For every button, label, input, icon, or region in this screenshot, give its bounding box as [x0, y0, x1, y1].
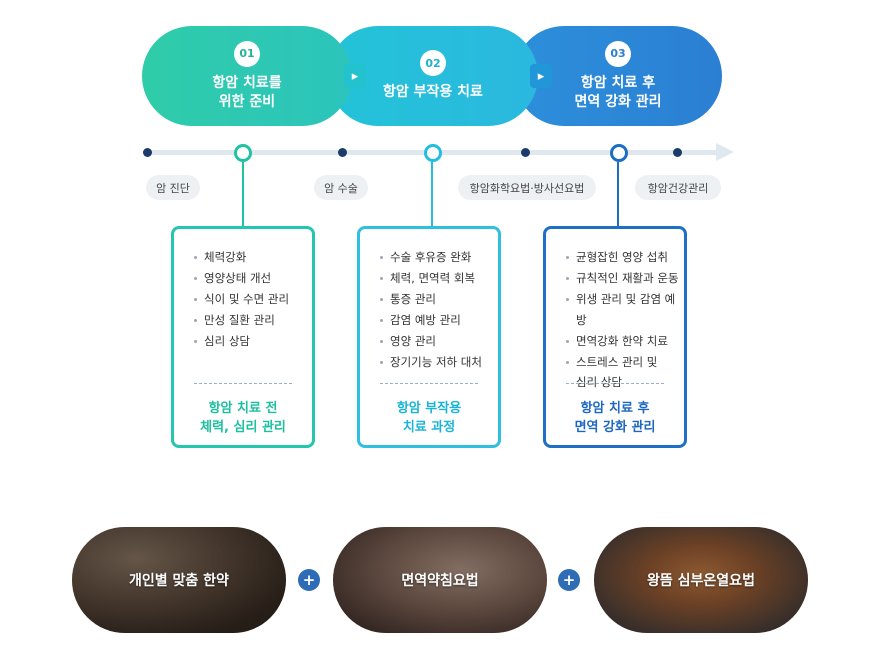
connector-line-2 — [431, 162, 433, 226]
divider — [380, 383, 478, 384]
therapy-pharmacopuncture: 면역약침요법 — [333, 527, 547, 633]
pharmacopuncture-image — [333, 527, 547, 633]
step-1-number: 01 — [234, 40, 260, 67]
list-item: 스트레스 관리 및 심리 상담 — [566, 352, 684, 392]
step-2-number: 02 — [420, 50, 446, 76]
step-2-summary: 항암 부작용 치료 과정 — [396, 401, 462, 435]
step-3-list: 균형잡힌 영양 섭취 규칙적인 재활과 운동 위생 관리 및 감염 예방 면역강… — [566, 247, 684, 392]
step-1-box: 체력강화 영양상태 개선 식이 및 수면 관리 만성 질환 관리 심리 상담 항… — [171, 226, 315, 448]
plus-icon: + — [558, 569, 580, 591]
list-item: 수술 후유증 완화 — [380, 247, 498, 268]
list-item: 위생 관리 및 감염 예방 — [566, 289, 684, 331]
step-2-pill: 02 항암 부작용 치료 ▸ — [328, 26, 552, 126]
timeline-ring-2 — [424, 144, 442, 162]
connector-line-1 — [242, 162, 244, 226]
step-3-summary: 항암 치료 후 면역 강화 관리 — [574, 401, 656, 435]
list-item: 장기기능 저하 대처 — [380, 352, 498, 373]
list-item: 균형잡힌 영양 섭취 — [566, 247, 684, 268]
moxibustion-image — [594, 527, 808, 633]
list-item: 통증 관리 — [380, 289, 498, 310]
plus-icon: + — [298, 569, 320, 591]
step-3-pill: 03 항암 치료 후 면역 강화 관리 — [514, 26, 722, 126]
therapy-label: 면역약침요법 — [401, 573, 479, 589]
timeline-dot — [673, 148, 682, 157]
step-3-title: 항암 치료 후 면역 강화 관리 — [574, 74, 662, 110]
timeline-dot — [338, 148, 347, 157]
step-1-summary: 항암 치료 전 체력, 심리 관리 — [200, 401, 286, 435]
step-1-list: 체력강화 영양상태 개선 식이 및 수면 관리 만성 질환 관리 심리 상담 — [194, 247, 312, 352]
herbal-medicine-image — [72, 527, 286, 633]
timeline-dot — [521, 148, 530, 157]
list-item: 면역강화 한약 치료 — [566, 331, 684, 352]
connector-line-3 — [617, 162, 619, 226]
step-1-pill: 01 항암 치료를 위한 준비 ▸ — [142, 26, 366, 126]
list-item: 체력강화 — [194, 247, 312, 268]
list-item: 규칙적인 재활과 운동 — [566, 268, 684, 289]
timeline-arrow-icon — [716, 143, 734, 161]
timeline-ring-1 — [234, 144, 252, 162]
list-item: 심리 상담 — [194, 331, 312, 352]
divider — [566, 383, 664, 384]
list-item: 영양 관리 — [380, 331, 498, 352]
timeline-tag-diagnosis: 암 진단 — [146, 175, 200, 200]
list-item: 체력, 면역력 회복 — [380, 268, 498, 289]
therapy-label: 개인별 맞춤 한약 — [129, 573, 229, 589]
step-1-title: 항암 치료를 위한 준비 — [212, 74, 282, 110]
step-3-number: 03 — [605, 40, 631, 67]
list-item: 식이 및 수면 관리 — [194, 289, 312, 310]
list-item: 만성 질환 관리 — [194, 310, 312, 331]
step-2-box: 수술 후유증 완화 체력, 면역력 회복 통증 관리 감염 예방 관리 영양 관… — [357, 226, 501, 448]
timeline-dot — [143, 148, 152, 157]
timeline-tag-chemo-radiation: 항암화학요법·방사선요법 — [458, 175, 596, 200]
chevron-right-icon: ▸ — [344, 64, 366, 88]
step-2-title: 항암 부작용 치료 — [383, 84, 483, 100]
therapy-moxibustion: 왕뜸 심부온열요법 — [594, 527, 808, 633]
step-2-list: 수술 후유증 완화 체력, 면역력 회복 통증 관리 감염 예방 관리 영양 관… — [380, 247, 498, 373]
chevron-right-icon: ▸ — [530, 64, 552, 88]
timeline-tag-surgery: 암 수술 — [314, 175, 368, 200]
list-item: 영양상태 개선 — [194, 268, 312, 289]
list-item: 감염 예방 관리 — [380, 310, 498, 331]
divider — [194, 383, 292, 384]
therapy-label: 왕뜸 심부온열요법 — [647, 573, 755, 589]
timeline-tag-health-care: 항암건강관리 — [635, 175, 721, 200]
therapy-herbal-medicine: 개인별 맞춤 한약 — [72, 527, 286, 633]
step-3-box: 균형잡힌 영양 섭취 규칙적인 재활과 운동 위생 관리 및 감염 예방 면역강… — [543, 226, 687, 448]
timeline-ring-3 — [610, 144, 628, 162]
